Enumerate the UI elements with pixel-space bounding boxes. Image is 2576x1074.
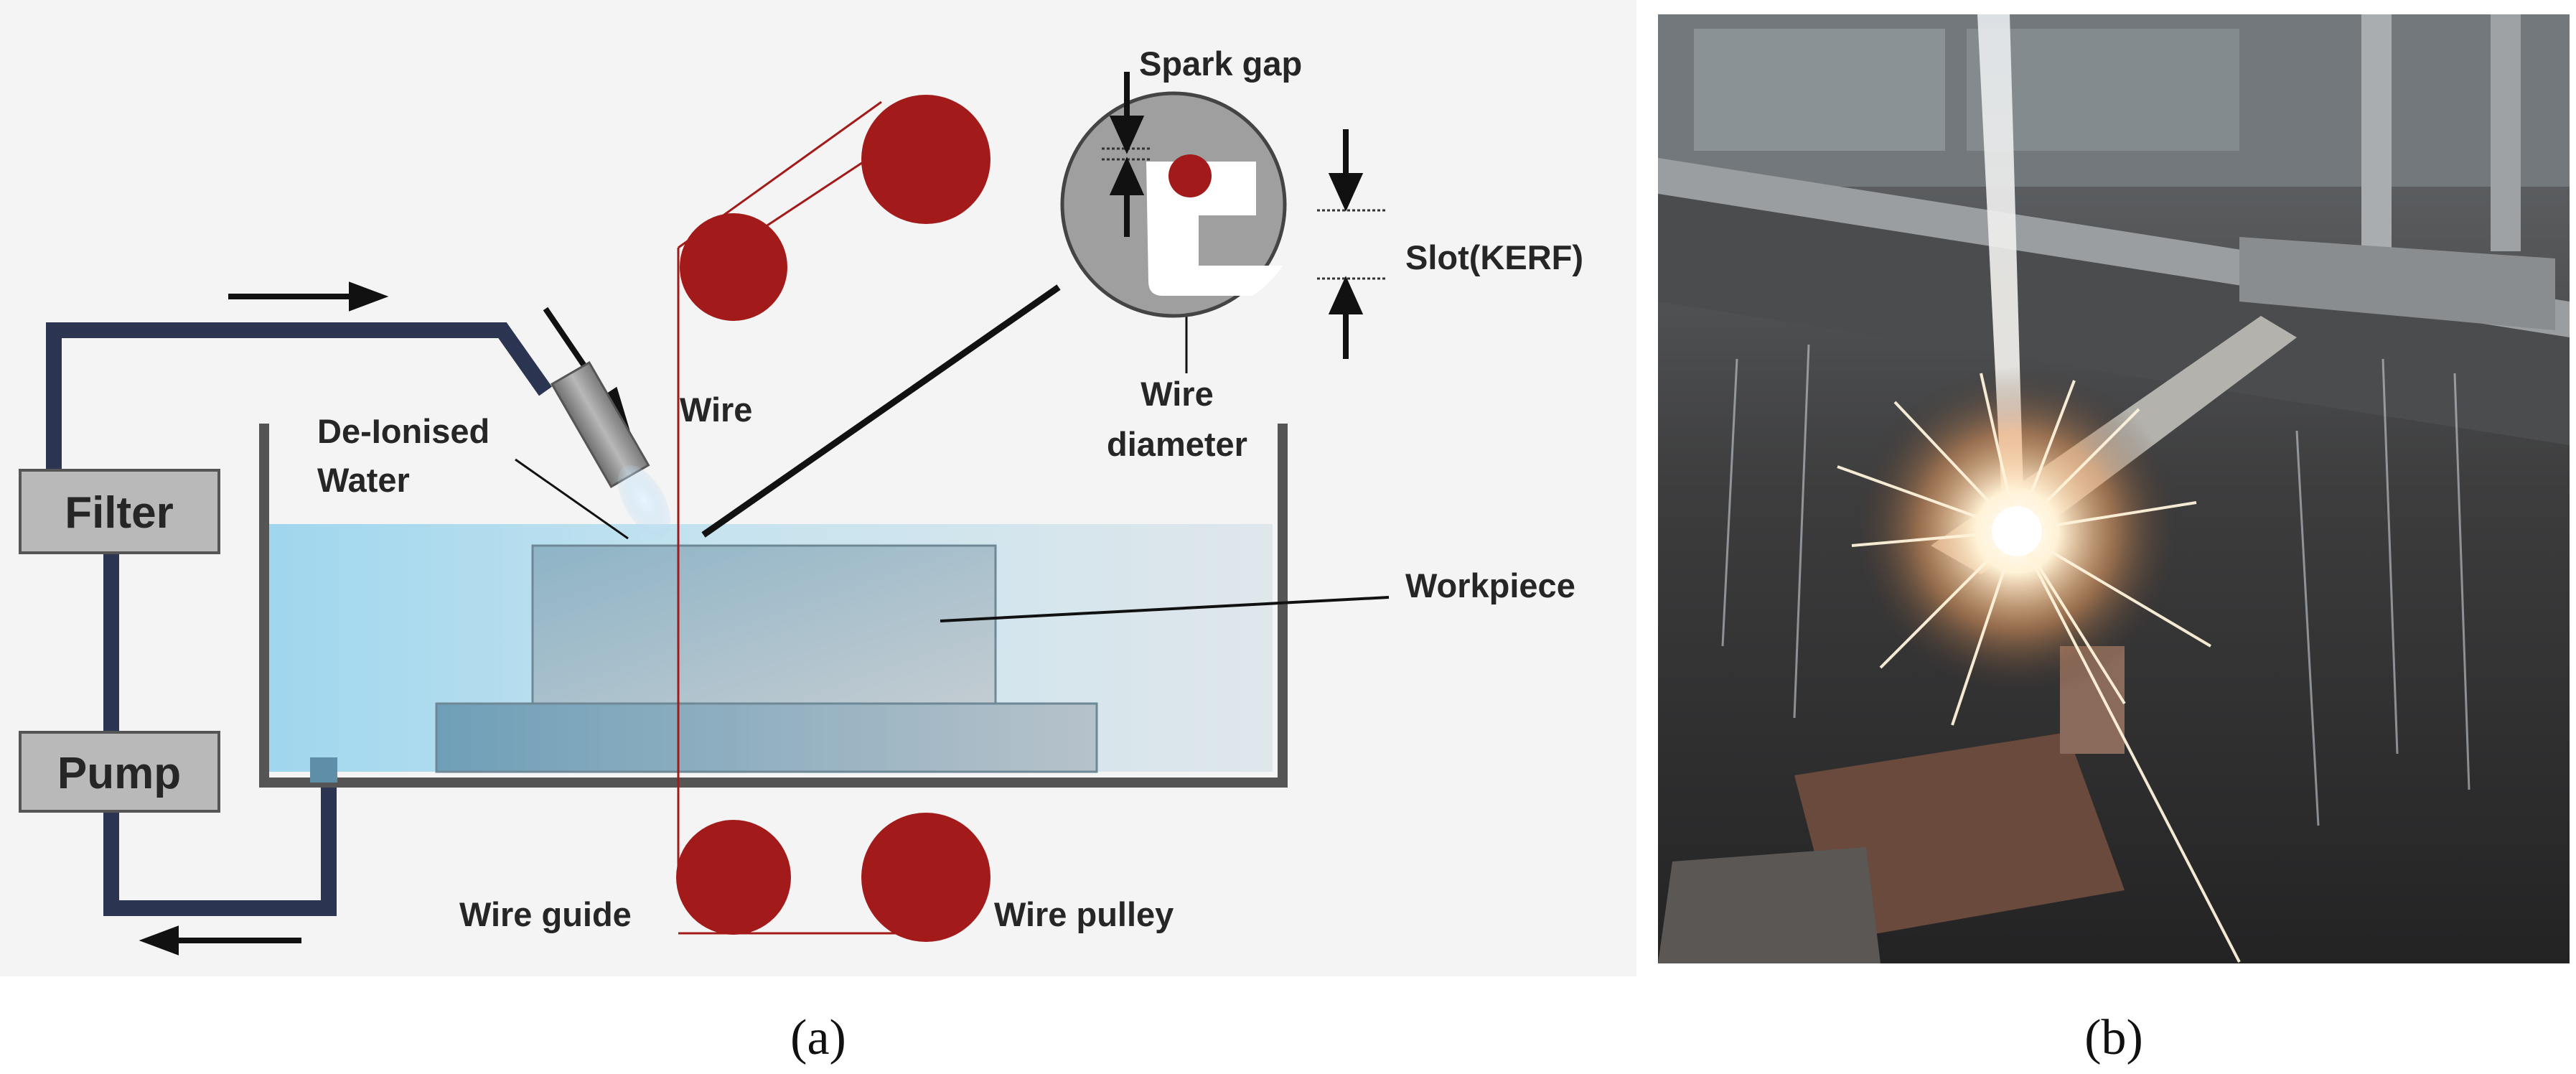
filter-box xyxy=(19,469,220,554)
panel-a-background xyxy=(0,0,1636,976)
top-pipe xyxy=(46,322,552,470)
zoom-detail xyxy=(1060,91,1287,318)
kerf-arrows xyxy=(1317,129,1385,359)
photo-sparks xyxy=(1837,373,2241,963)
photo-bolt-1 xyxy=(2361,14,2392,251)
coolant-pipes xyxy=(46,322,552,916)
workpiece-leader xyxy=(940,596,1390,622)
upper-wire-pulley xyxy=(861,95,990,224)
wire-diameter-label-1: Wire xyxy=(1141,375,1213,413)
deionised-label-1: De-Ionised xyxy=(317,412,490,450)
panel-b-photo xyxy=(1658,14,2570,963)
inlet-stub xyxy=(310,757,337,783)
deionised-label-2: Water xyxy=(317,461,410,499)
flow-arrow-right-head xyxy=(349,281,389,312)
water-jet xyxy=(617,464,671,537)
wire-label: Wire xyxy=(680,391,752,429)
panel-a-schematic: Filter Pump Spark gap Slot(KERF) Wire Wi… xyxy=(0,0,1636,976)
pump-box xyxy=(19,731,220,813)
workpiece-label: Workpiece xyxy=(1405,566,1575,604)
caption-a: (a) xyxy=(790,1010,846,1065)
photo-fixture-base xyxy=(1658,847,1881,963)
zoom-leader xyxy=(701,284,1061,538)
spark-gap-arrows xyxy=(1109,72,1145,237)
wire-pulley xyxy=(861,813,990,942)
upper-wire-guide xyxy=(680,213,787,321)
deionised-leader xyxy=(515,458,629,540)
flow-arrow-left-head xyxy=(139,925,179,956)
return-pipe xyxy=(103,761,337,916)
spark-gap-arrow-up-head xyxy=(1109,157,1145,195)
kerf-arrow-down-head xyxy=(1328,173,1364,212)
pump-label: Pump xyxy=(57,749,181,798)
photo-spark-core xyxy=(1992,506,2042,556)
slot-kerf-label: Slot(KERF) xyxy=(1405,238,1583,276)
workpiece-base xyxy=(435,702,1098,773)
wire-cross-section xyxy=(1168,154,1212,197)
kerf-arrow-up-head xyxy=(1328,276,1364,314)
nozzle xyxy=(550,360,671,537)
photo-fixture xyxy=(1794,732,2125,940)
photo-window-1 xyxy=(1694,29,1945,151)
wire-diameter-label-2: diameter xyxy=(1107,425,1247,463)
filter-label: Filter xyxy=(65,488,174,538)
wire-guide-label: Wire guide xyxy=(459,895,632,933)
photo-rail-shadow xyxy=(1658,194,2570,445)
spark-gap-arrow-down-head xyxy=(1109,116,1145,154)
photo-water-streaks xyxy=(1721,344,2470,826)
caption-b: (b) xyxy=(2084,1010,2143,1065)
photo-clamp xyxy=(2239,237,2555,330)
wire-guide xyxy=(676,820,791,935)
photo-bolt-2 xyxy=(2491,14,2521,251)
wire-pulley-label: Wire pulley xyxy=(994,895,1174,933)
workpiece-block xyxy=(531,544,997,705)
spark-gap-label: Spark gap xyxy=(1139,45,1302,83)
